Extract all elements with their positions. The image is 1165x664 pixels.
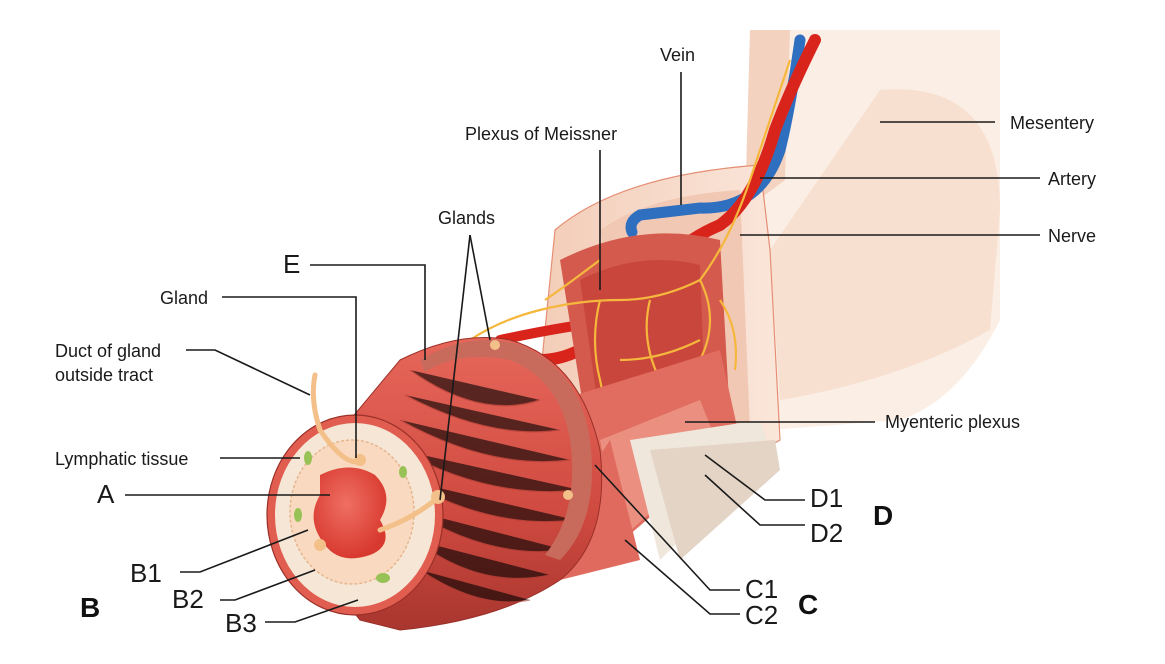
label-lymphatic-tissue: Lymphatic tissue xyxy=(55,449,188,469)
label-vein: Vein xyxy=(660,45,695,65)
label-D: D xyxy=(873,500,893,531)
label-B1: B1 xyxy=(130,558,162,588)
label-outside-tract: outside tract xyxy=(55,365,153,385)
label-D2: D2 xyxy=(810,518,843,548)
label-glands: Glands xyxy=(438,208,495,228)
leader-lines xyxy=(125,72,1040,623)
cross-section xyxy=(266,340,573,616)
lymph-node xyxy=(399,466,407,478)
label-mesentery: Mesentery xyxy=(1010,113,1094,133)
lymph-node xyxy=(294,508,302,522)
label-C2: C2 xyxy=(745,600,778,630)
label-myenteric-plexus: Myenteric plexus xyxy=(885,412,1020,432)
label-A: A xyxy=(97,479,115,509)
label-C: C xyxy=(798,589,818,620)
label-B3: B3 xyxy=(225,608,257,638)
label-D1: D1 xyxy=(810,483,843,513)
label-gland: Gland xyxy=(160,288,208,308)
label-plexus-of-meissner: Plexus of Meissner xyxy=(465,124,617,144)
label-E: E xyxy=(283,249,300,279)
label-B2: B2 xyxy=(172,584,204,614)
label-artery: Artery xyxy=(1048,169,1096,189)
label-duct-of-gland: Duct of gland xyxy=(55,341,161,361)
label-B: B xyxy=(80,592,100,623)
mesentery-sheet xyxy=(745,30,1000,430)
label-nerve: Nerve xyxy=(1048,226,1096,246)
lymph-node xyxy=(304,451,312,465)
label-C1: C1 xyxy=(745,574,778,604)
lymph-node xyxy=(376,573,390,583)
duct-of-gland xyxy=(310,372,358,465)
